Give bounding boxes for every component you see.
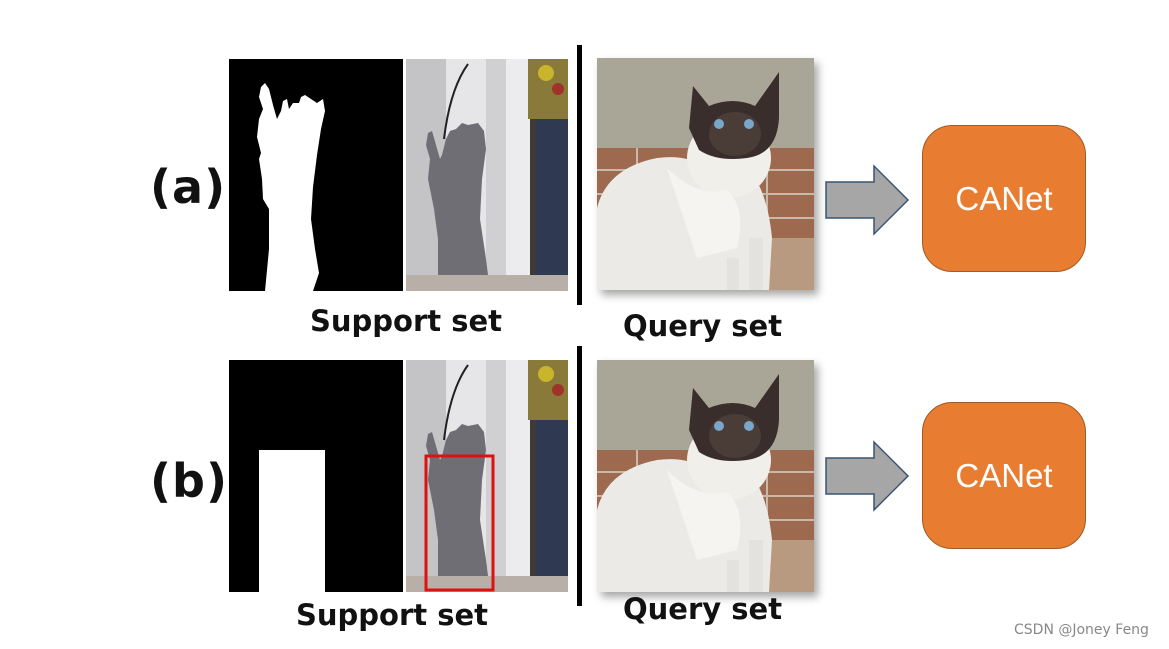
support-image-a [406,59,568,291]
query-image-b [597,360,814,592]
row-label-b: (b) [150,454,228,508]
support-mask-a [229,59,403,291]
arrow-right-icon [824,164,912,236]
query-image-a [597,58,814,290]
query-caption-b: Query set [623,592,782,626]
canet-box-a: CANet [922,125,1086,272]
support-image-b [406,360,568,592]
arrow-right-icon [824,440,912,512]
canet-box-b: CANet [922,402,1086,549]
watermark: CSDN @Joney Feng [1014,622,1149,638]
divider-a [577,45,582,305]
support-caption-a: Support set [310,304,502,338]
row-label-a: (a) [150,160,226,214]
support-caption-b: Support set [296,598,488,632]
support-mask-b [229,360,403,592]
query-caption-a: Query set [623,309,782,343]
divider-b [577,346,582,606]
